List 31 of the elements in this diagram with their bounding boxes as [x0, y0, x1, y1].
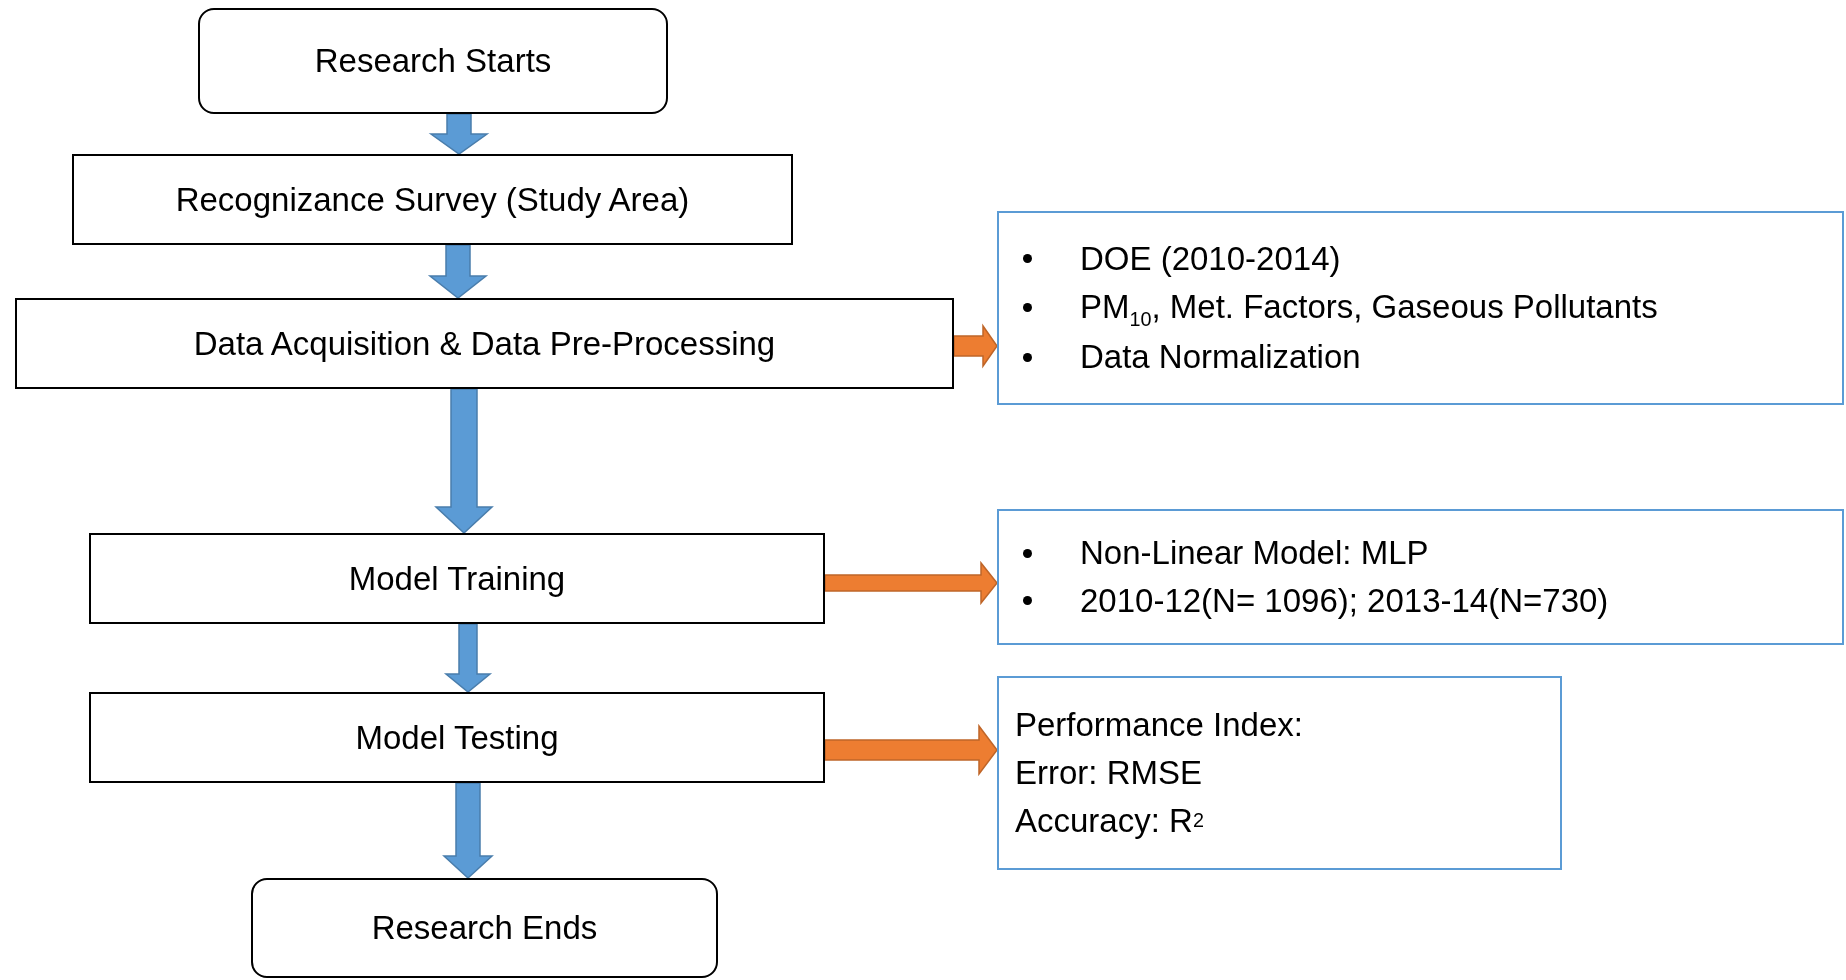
block-arrow	[427, 244, 489, 299]
block-arrow	[428, 113, 490, 155]
box-label: Research Ends	[371, 908, 598, 949]
box-label: Model Testing	[355, 717, 559, 758]
block-arrow	[442, 782, 494, 879]
box-label: Data Acquisition & Data Pre-Processing	[193, 323, 776, 364]
note-box	[997, 211, 1844, 405]
list-item: PM$_{10}$, Met. Factors, Gaseous Pollutants	[1080, 286, 1658, 332]
block-arrow	[824, 560, 998, 606]
list-item: Data Normalization	[1080, 337, 1361, 378]
block-arrow	[953, 323, 998, 369]
note-text: Performance Index:	[1015, 705, 1303, 746]
process-box	[72, 154, 793, 245]
list-item: 2010-12(N= 1096); 2013-14(N=730)	[1080, 581, 1609, 621]
box-label: Recognizance Survey (Study Area)	[175, 179, 690, 220]
process-box	[15, 298, 954, 389]
note-text: Error: RMSE	[1015, 753, 1202, 794]
process-box	[89, 692, 825, 783]
terminal-box	[251, 878, 718, 978]
note-box	[997, 509, 1844, 645]
terminal-box	[198, 8, 668, 114]
block-arrow	[824, 723, 998, 777]
block-arrow	[443, 623, 493, 693]
block-arrow	[434, 388, 494, 535]
list-item: DOE (2010-2014)	[1080, 239, 1341, 279]
list-item: Non-Linear Model: MLP	[1080, 533, 1429, 574]
note-box	[997, 676, 1562, 870]
process-box	[89, 533, 825, 624]
note-text: Accuracy: R$^{2}$	[1015, 800, 1204, 841]
box-label: Research Starts	[314, 41, 552, 82]
box-label: Model Training	[348, 558, 566, 599]
